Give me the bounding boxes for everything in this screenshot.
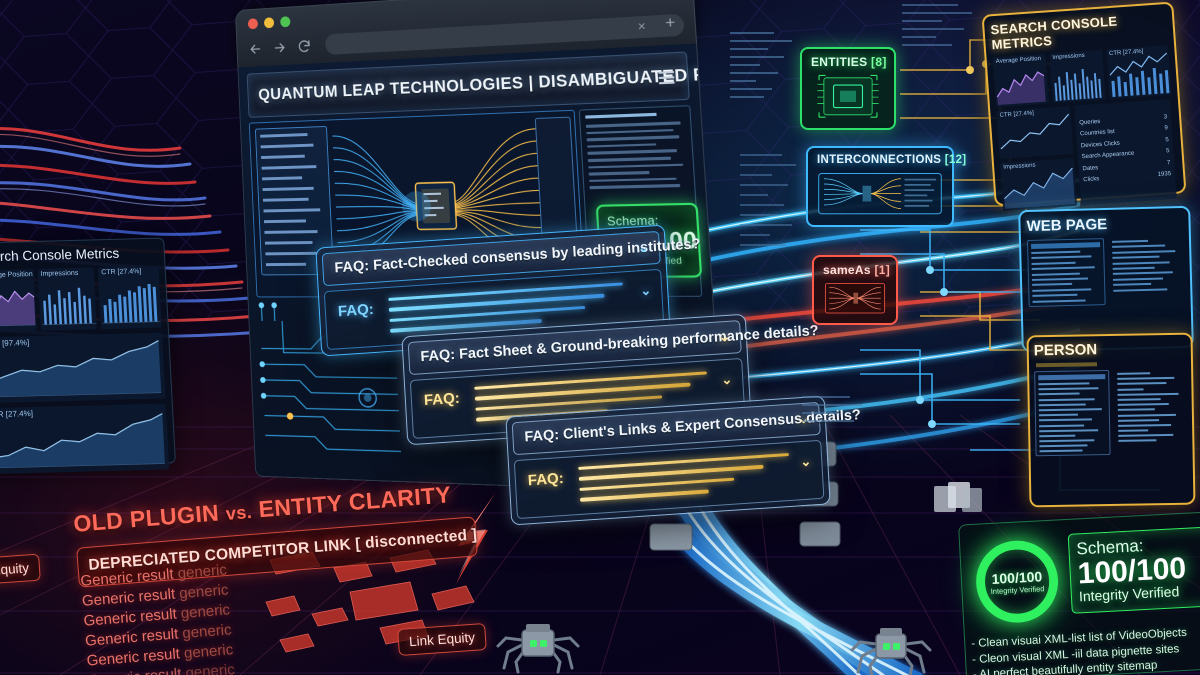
big-schema-value: 100/100 [1076, 551, 1187, 591]
chevron-down-icon[interactable]: ⌄ [639, 282, 652, 299]
crawler-bot-right [850, 628, 932, 675]
mini-chart-ctr: CTR [27.4%] [1105, 44, 1172, 100]
chevron-down-icon[interactable]: ⌄ [720, 371, 733, 388]
document-stack-glyph [934, 482, 982, 512]
faq-answer-label: FAQ: [337, 300, 375, 321]
graph-node-entities[interactable]: ENTITIES [8] [800, 47, 896, 130]
mini-chart-ctr: CTR [27.4%] [97, 265, 162, 330]
reload-icon[interactable] [297, 38, 312, 54]
mini-chart-label: Average Position [0, 271, 33, 280]
interconnection-matrix-icon [818, 173, 942, 215]
wide-chart-label: CTR [27.4%] [0, 409, 34, 420]
faq-answer-lines [578, 453, 794, 502]
minimize-window-dot[interactable] [263, 17, 275, 29]
person-json-right [1114, 369, 1188, 456]
mini-chart-label: CTR [27.4%] [101, 268, 142, 277]
crawler-bot-left [496, 624, 580, 674]
web-page-entity-card[interactable]: WEB PAGE [1018, 205, 1194, 353]
integrity-score-ring: 100/100 Integrity Verified [974, 538, 1061, 625]
metrics-legend-table: Queries Countries list Devices Clicks Se… [1074, 98, 1177, 206]
node-title-text: ENTITIES [811, 55, 868, 69]
search-console-metrics-panel-left[interactable]: Search Console Metrics Average Position … [0, 237, 176, 475]
link-equity-badge-left[interactable]: k Equity [0, 553, 41, 586]
web-page-properties-left [1026, 238, 1106, 307]
sameas-bridge-icon [824, 282, 886, 314]
person-entity-card[interactable]: PERSON [1026, 332, 1196, 508]
code-overlay-top [730, 32, 792, 98]
mini-chart-impressions: Impressions [1049, 49, 1106, 104]
mini-chart-label: Impressions [40, 269, 79, 278]
mini-chart-impressions: Impressions [37, 267, 98, 331]
legend-value: 5 [1165, 148, 1170, 155]
wide-chart-label: CTR [97.4%] [0, 338, 30, 348]
chevron-down-icon[interactable]: ⌄ [799, 453, 812, 470]
circuit-board-traces [254, 302, 481, 483]
mini-chart-ctr-2: CTR [27.4%] [996, 105, 1074, 160]
maximize-window-dot[interactable] [280, 16, 291, 28]
legend-label: Clicks [1083, 176, 1100, 184]
node-title-text: sameAs [823, 263, 871, 277]
mini-chart-avg-position: Average Position [992, 53, 1049, 108]
node-count-badge: [8] [871, 55, 887, 69]
window-traffic-lights[interactable] [247, 16, 291, 30]
wide-chart-ctr-97: CTR [97.4%] [0, 332, 166, 404]
legend-value: 1935 [1157, 171, 1172, 178]
graph-node-interconnections[interactable]: INTERCONNECTIONS [12] [806, 146, 966, 228]
back-arrow-icon[interactable] [248, 41, 263, 57]
faq-answer-label: FAQ: [423, 389, 461, 410]
heading-old-plugin: OLD PLUGIN [72, 499, 220, 537]
faq-answer-label: FAQ: [527, 469, 565, 490]
ring-score-label: Integrity Verified [990, 583, 1045, 596]
wide-chart-ctr-27: CTR [27.4%] [0, 403, 170, 475]
cpu-chip-icon [817, 74, 879, 118]
schema-integrity-summary-zone: 100/100 Integrity Verified Schema: 100/1… [958, 511, 1200, 675]
chevron-down-icon[interactable]: ⌄ [637, 239, 650, 256]
big-schema-score-badge: Schema: 100/100 Integrity Verified [1067, 526, 1200, 615]
card-title: WEB PAGE [1026, 215, 1108, 236]
node-count-badge: [1] [874, 263, 891, 277]
code-overlay-top-right [902, 4, 972, 46]
close-window-dot[interactable] [247, 18, 259, 30]
mini-chart-impressions-2: Impressions [999, 157, 1078, 211]
card-title: PERSON [1033, 341, 1098, 360]
hamburger-menu-icon[interactable] [658, 70, 675, 87]
graph-node-sameas[interactable]: sameAs [1] [812, 255, 898, 326]
faq-accordion-3[interactable]: FAQ: Client's Links & Expert Consensus d… [505, 395, 861, 526]
search-console-metrics-card[interactable]: SEARCH CONSOLE METRICS Average Position … [981, 1, 1187, 211]
schema-feature-bullets: - Clean visuai XML-list list of VideoObj… [971, 626, 1189, 675]
forward-arrow-icon[interactable] [272, 39, 287, 55]
code-overlay-mid [740, 154, 796, 246]
node-title-text: INTERCONNECTIONS [817, 154, 942, 166]
person-json-left [1034, 370, 1111, 457]
generic-results-list: Generic result generic Generic result ge… [80, 560, 237, 675]
node-count-badge: [12] [944, 154, 967, 166]
new-tab-button[interactable]: + [664, 14, 676, 33]
panel-title: Search Console Metrics [0, 245, 120, 265]
page-title: QUANTUM LEAP TECHNOLOGIES | DISAMBIGUATE… [257, 60, 726, 104]
close-tab-button[interactable]: × [637, 17, 647, 35]
mini-chart-average-position: Average Position [0, 269, 37, 333]
heading-vs: vs. [225, 501, 253, 524]
chevron-down-icon[interactable]: ⌄ [718, 328, 731, 345]
legend-value: 9 [1164, 125, 1169, 132]
code-overlay-lower [802, 396, 862, 422]
legend-value: 7 [1166, 159, 1171, 166]
web-page-properties-right [1108, 236, 1184, 304]
